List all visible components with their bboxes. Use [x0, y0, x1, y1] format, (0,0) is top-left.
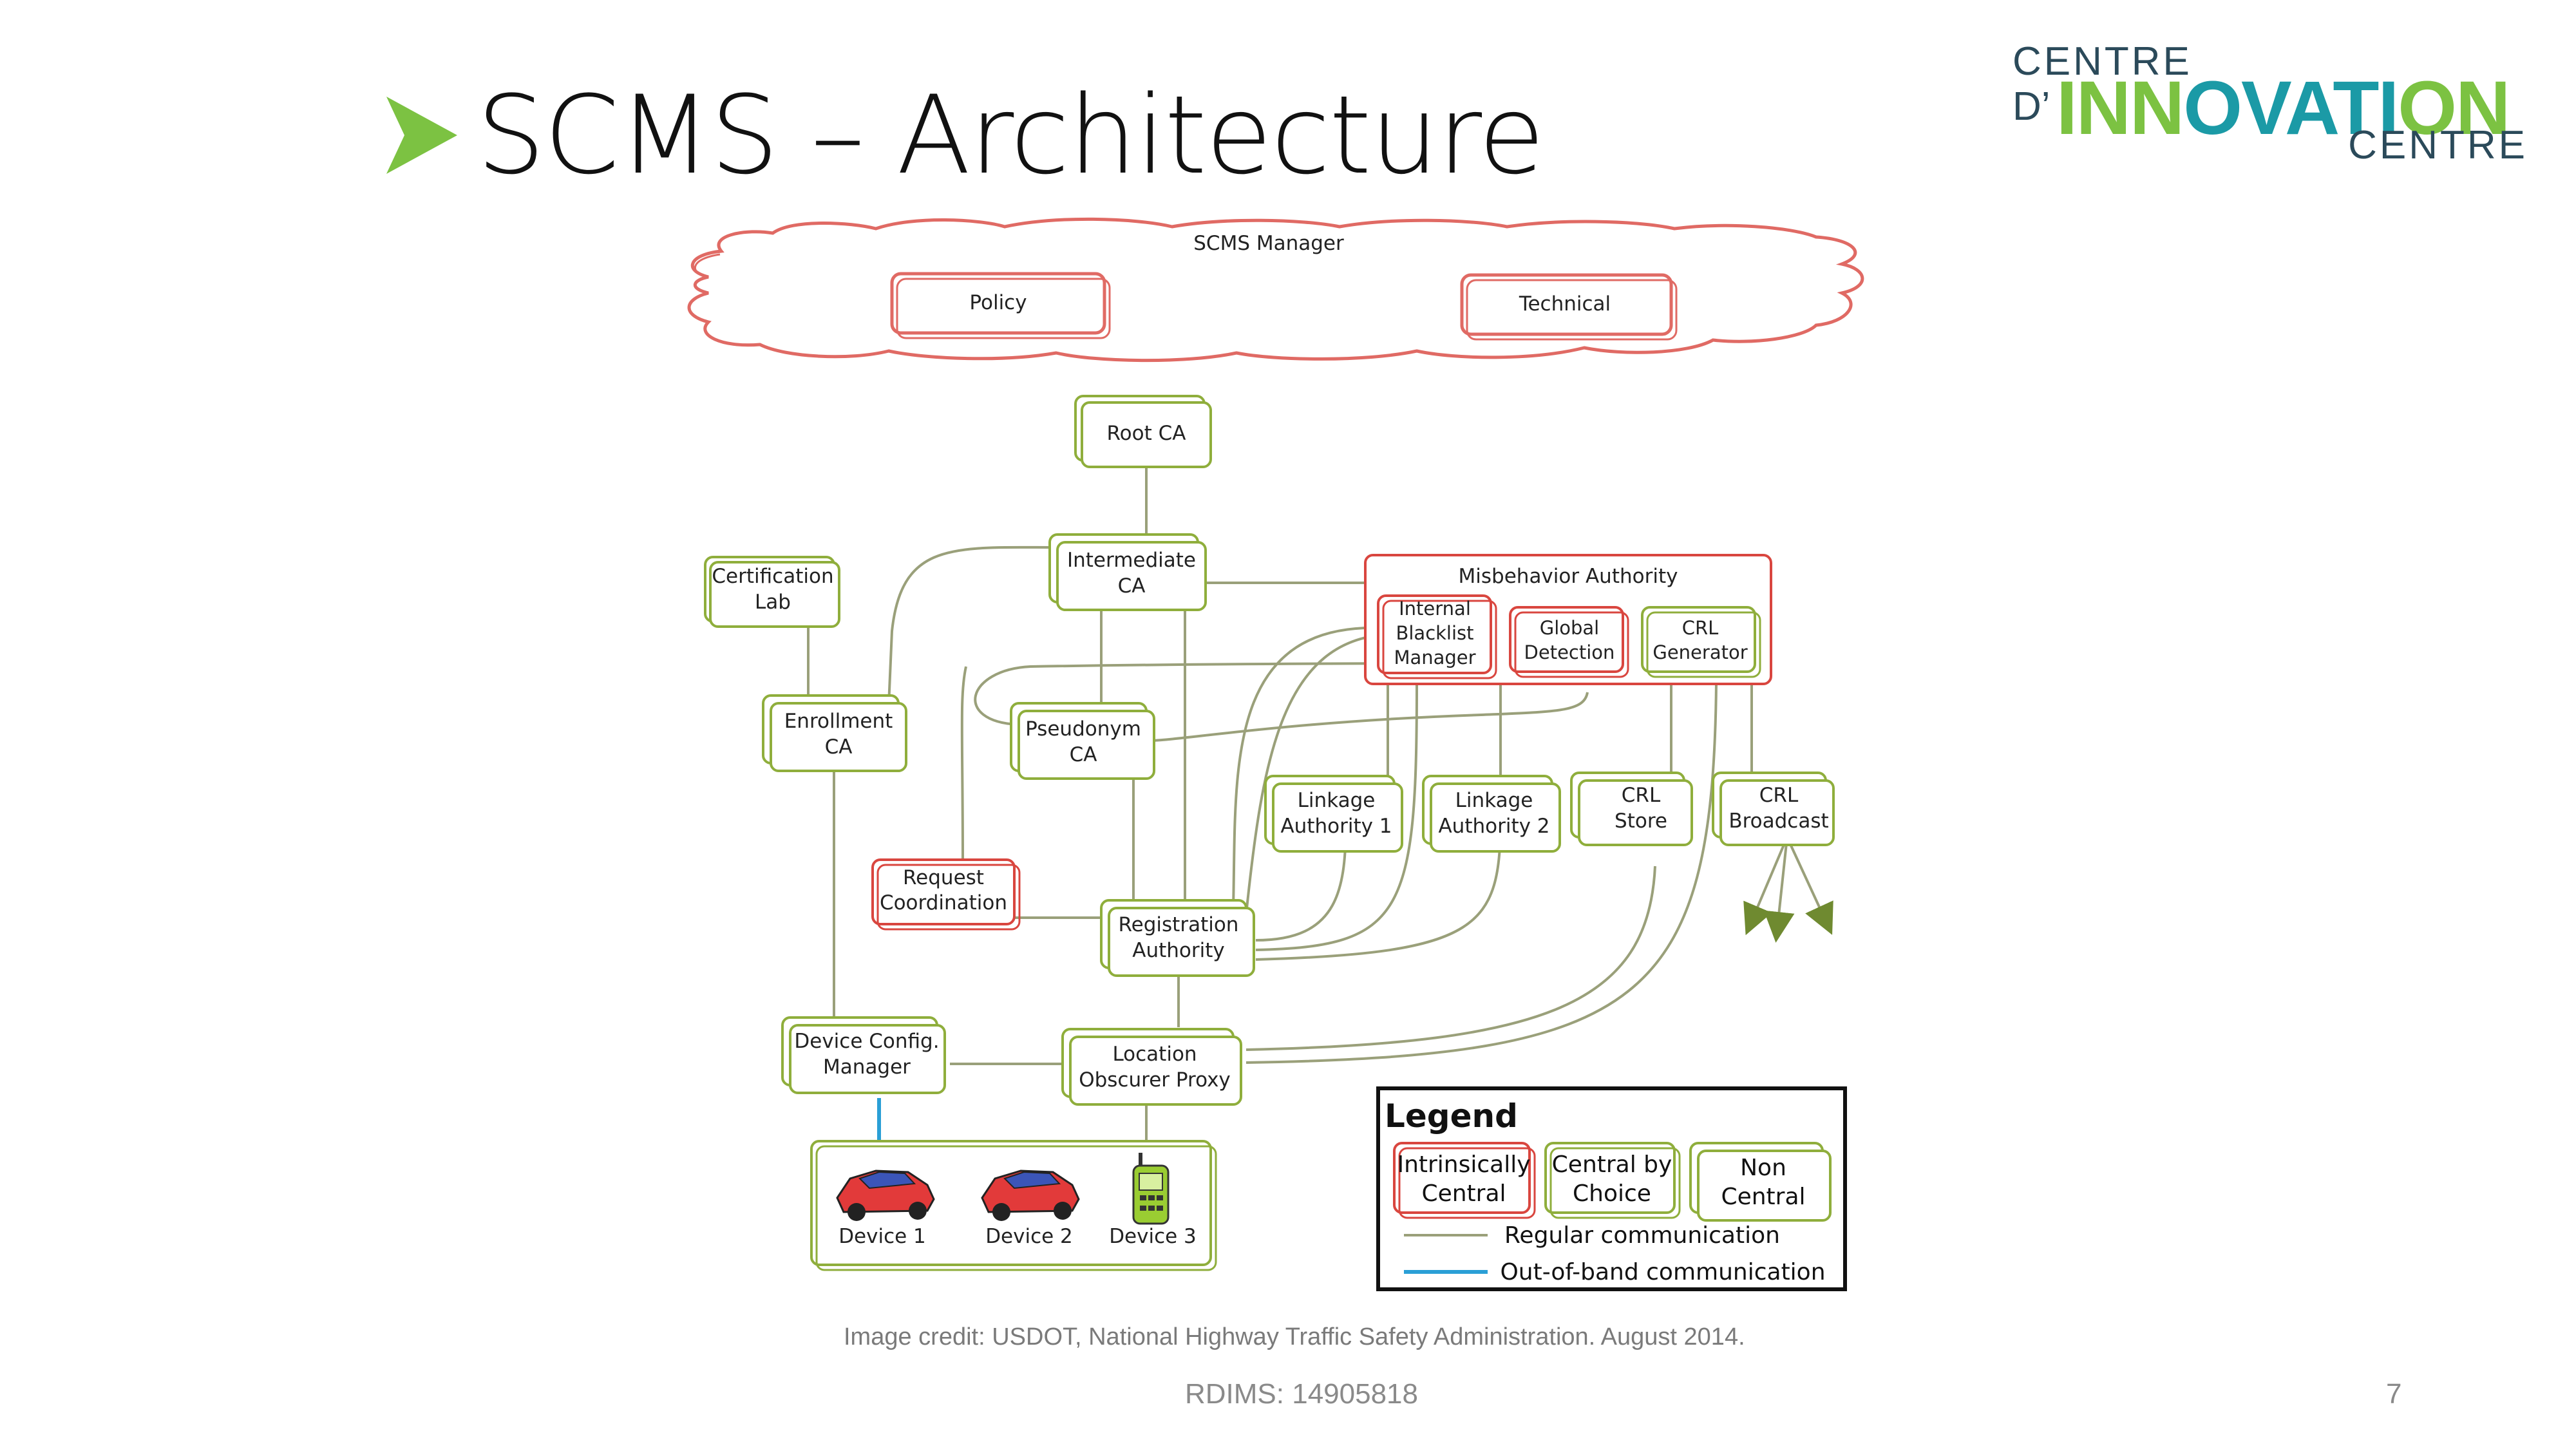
- phone-icon: [1132, 1153, 1170, 1225]
- location-obscurer-proxy-label-2: Obscurer Proxy: [1079, 1068, 1231, 1092]
- intermediate-ca-node: Intermediate CA: [1048, 533, 1207, 611]
- devices-group: Device 1 Device 2 Device 3: [810, 1140, 1217, 1271]
- legend-central-by-choice: Central by Choice: [1544, 1142, 1681, 1219]
- device-config-manager-node: Device Config. Manager: [781, 1016, 946, 1094]
- linkage-authority-2-label-2: Authority 2: [1438, 815, 1549, 838]
- page-number: 7: [2386, 1378, 2402, 1410]
- car-icon: [981, 1170, 1080, 1221]
- crl-broadcast-label-2: Broadcast: [1728, 810, 1828, 833]
- registration-authority-label-1: Registration: [1119, 913, 1239, 936]
- slide-title-group: SCMS – Architecture: [386, 71, 1545, 200]
- chevron-right-icon: [386, 97, 457, 174]
- registration-authority-node: Registration Authority: [1100, 899, 1255, 977]
- global-detection-label-2: Detection: [1524, 641, 1615, 663]
- device-1-label: Device 1: [838, 1225, 926, 1248]
- legend-intrinsic-label-1: Intrinsically: [1397, 1151, 1530, 1178]
- global-detection-node: Global Detection: [1509, 606, 1629, 678]
- internal-blacklist-label-2: Blacklist: [1396, 622, 1473, 644]
- certification-lab-node: Certification Lab: [704, 556, 840, 628]
- root-ca-node: Root CA: [1074, 395, 1212, 468]
- linkage-authority-1-node: Linkage Authority 1: [1264, 775, 1403, 853]
- internal-blacklist-label-1: Internal: [1399, 598, 1471, 620]
- cloud-title: SCMS Manager: [1193, 232, 1344, 255]
- internal-blacklist-label-3: Manager: [1394, 647, 1475, 668]
- pseudonym-ca-label-1: Pseudonym: [1025, 717, 1141, 741]
- legend-out-of-band-label: Out-of-band communication: [1500, 1259, 1825, 1285]
- device-config-manager-label-2: Manager: [823, 1056, 911, 1079]
- legend-choice-label-2: Choice: [1573, 1180, 1651, 1207]
- logo-centre-bottom: CENTRE: [2348, 123, 2528, 167]
- enrollment-ca-label-2: CA: [825, 735, 853, 759]
- legend-regular-label: Regular communication: [1504, 1222, 1780, 1249]
- technical-box: Technical: [1519, 292, 1611, 316]
- car-icon: [836, 1170, 935, 1221]
- request-coordination-label-2: Coordination: [880, 891, 1007, 914]
- enrollment-ca-node: Enrollment CA: [762, 694, 907, 772]
- location-obscurer-proxy-node: Location Obscurer Proxy: [1061, 1028, 1242, 1106]
- policy-box: Policy: [969, 291, 1027, 314]
- device-3-label: Device 3: [1109, 1225, 1197, 1248]
- legend-non-central-label-1: Non: [1740, 1155, 1786, 1181]
- intermediate-ca-label-2: CA: [1118, 574, 1146, 598]
- legend-choice-label-1: Central by: [1552, 1151, 1672, 1178]
- misbehavior-authority-label: Misbehavior Authority: [1459, 565, 1678, 588]
- legend-intrinsically-central: Intrinsically Central: [1393, 1142, 1536, 1219]
- misbehavior-authority-node: Misbehavior Authority Internal Blacklist…: [1364, 554, 1772, 685]
- request-coordination-node: Request Coordination: [871, 858, 1021, 931]
- logo-d-prefix: D’: [2012, 84, 2050, 129]
- image-credit: Image credit: USDOT, National Highway Tr…: [844, 1323, 1745, 1350]
- registration-authority-label-2: Authority: [1132, 939, 1224, 962]
- certification-lab-label-2: Lab: [755, 591, 791, 614]
- legend: Legend Intrinsically Central Central by …: [1376, 1086, 1847, 1291]
- logo-centre-top: CENTRE: [2012, 39, 2192, 84]
- intermediate-ca-label-1: Intermediate: [1067, 549, 1196, 572]
- device-2-label: Device 2: [985, 1225, 1073, 1248]
- linkage-authority-1-label-2: Authority 1: [1280, 815, 1392, 838]
- legend-non-central: Non Central: [1689, 1142, 1832, 1222]
- linkage-authority-2-node: Linkage Authority 2: [1422, 775, 1561, 853]
- linkage-authority-2-label-1: Linkage: [1455, 789, 1533, 812]
- legend-intrinsic-label-2: Central: [1421, 1180, 1506, 1207]
- enrollment-ca-label-1: Enrollment: [784, 710, 893, 733]
- legend-title: Legend: [1385, 1097, 1518, 1135]
- crl-broadcast-node: CRL Broadcast: [1712, 772, 1835, 846]
- centre-innovation-logo: CENTRE D’ INNOVATION CENTRE: [2012, 39, 2528, 167]
- regular-connections: [807, 464, 1833, 1153]
- crl-generator-label-1: CRL: [1682, 617, 1719, 639]
- slide-title: SCMS – Architecture: [477, 72, 1545, 198]
- crl-generator-node: CRL Generator: [1641, 606, 1761, 678]
- footer-rdims: RDIMS: 14905818: [1185, 1378, 1418, 1410]
- pseudonym-ca-node: Pseudonym CA: [1010, 702, 1155, 780]
- crl-generator-label-2: Generator: [1653, 641, 1747, 663]
- scms-manager-cloud: SCMS Manager Policy Technical: [687, 217, 1864, 363]
- legend-non-central-label-2: Central: [1721, 1184, 1805, 1210]
- location-obscurer-proxy-label-1: Location: [1112, 1043, 1197, 1066]
- device-config-manager-label-1: Device Config.: [794, 1030, 939, 1053]
- request-coordination-label-1: Request: [903, 866, 984, 889]
- crl-store-label-2: Store: [1615, 810, 1667, 833]
- certification-lab-label-1: Certification: [712, 565, 833, 588]
- logo-innovation: INNOVATION: [2056, 66, 2510, 151]
- crl-store-node: CRL Store: [1570, 772, 1693, 846]
- internal-blacklist-manager-node: Internal Blacklist Manager: [1377, 594, 1497, 679]
- pseudonym-ca-label-2: CA: [1070, 743, 1097, 766]
- crl-store-label-1: CRL: [1622, 784, 1661, 807]
- linkage-authority-1-label-1: Linkage: [1298, 789, 1376, 812]
- crl-broadcast-label-1: CRL: [1759, 784, 1799, 807]
- global-detection-label-1: Global: [1540, 617, 1600, 639]
- root-ca-label: Root CA: [1107, 422, 1186, 445]
